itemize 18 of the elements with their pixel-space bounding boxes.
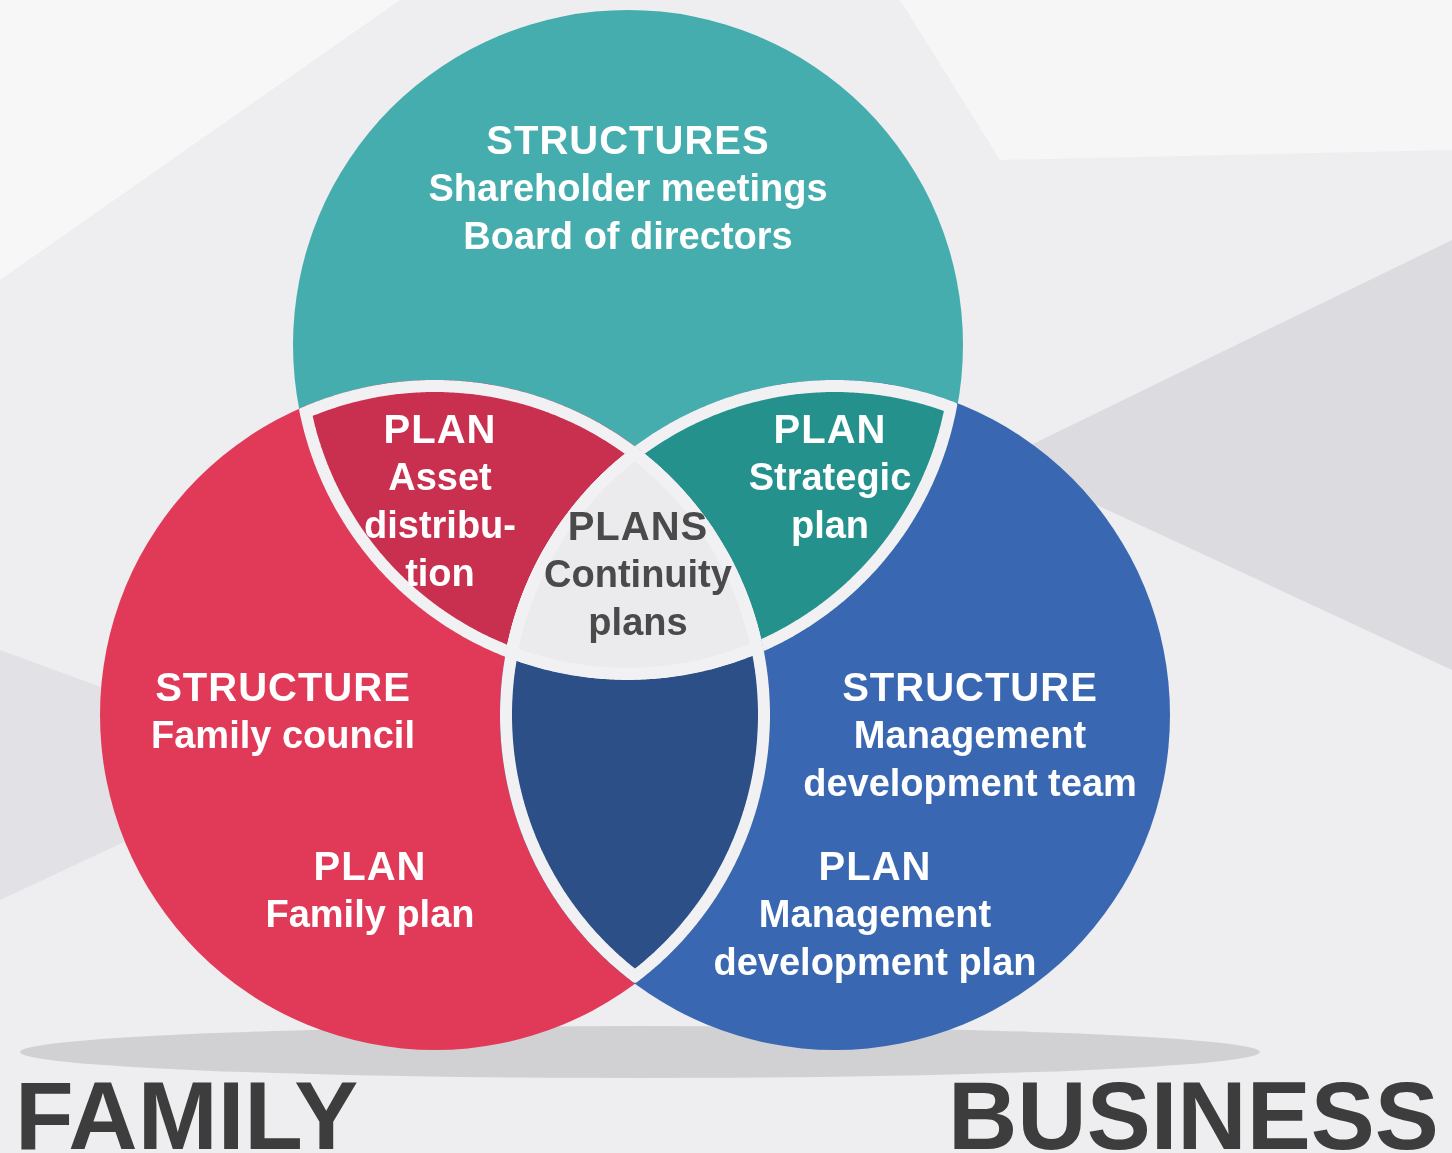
category-label: FAMILY [15,1068,359,1153]
body-text: Shareholder meetings Board of directors [427,166,829,259]
heading-text: PLAN [382,406,498,453]
heading-text: STRUCTURE [154,664,412,711]
heading-text: PLAN [312,843,428,890]
body-text: Management development plan [712,892,1038,985]
body-text: Family plan [264,892,476,937]
body-text: Continuity plans [543,552,733,645]
category-label: BUSINESS [948,1068,1439,1153]
heading-text: STRUCTURES [485,117,771,164]
body-text: Strategic plan [747,455,913,548]
body-text: Asset distribu- tion [363,455,517,596]
body-text: Family council [150,713,416,758]
heading-text: PLAN [772,406,888,453]
heading-text: PLANS [566,503,710,550]
body-text: Management development team [802,713,1138,806]
heading-text: STRUCTURE [841,664,1099,711]
heading-text: PLAN [817,843,933,890]
